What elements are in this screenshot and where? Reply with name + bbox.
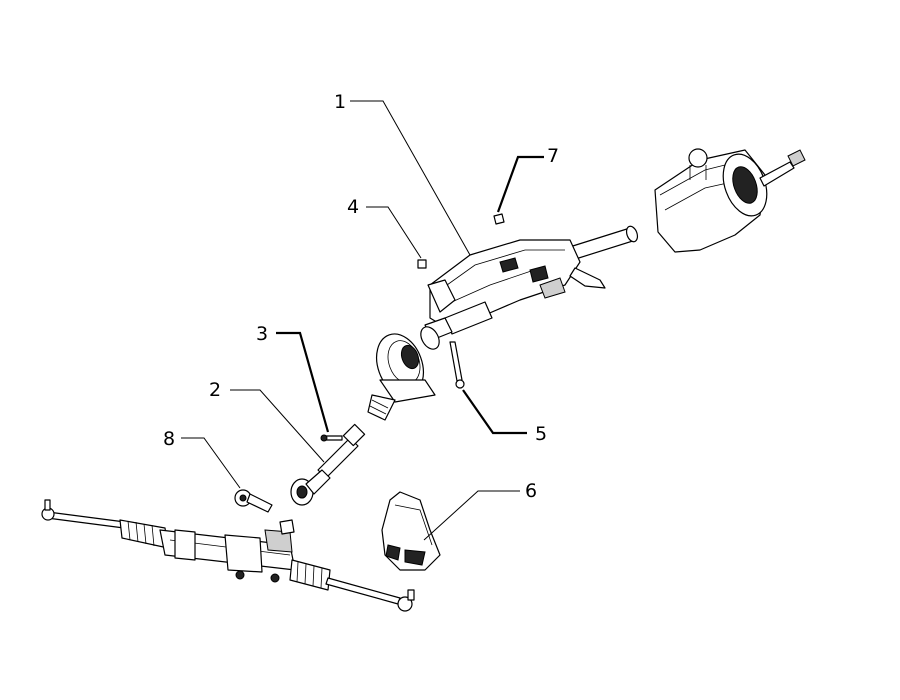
callout-2: 2: [209, 379, 221, 401]
callout-6: 6: [525, 480, 537, 502]
callout-8: 8: [163, 428, 175, 450]
steering-rack: [41, 499, 415, 612]
steering-column: [420, 225, 639, 350]
callout-numbers: 1 2 3 4 5 6 7 8: [163, 91, 559, 502]
callout-3: 3: [256, 323, 268, 345]
electric-motor-unit: [654, 148, 806, 253]
cover-6: [381, 491, 441, 571]
callout-7: 7: [547, 145, 559, 167]
callout-4: 4: [347, 196, 359, 218]
bolt-8: [234, 489, 273, 513]
callout-1: 1: [334, 91, 346, 113]
column-boot: [367, 333, 436, 421]
bolt-5: [449, 341, 465, 389]
leader-lines: [181, 100, 544, 541]
screw-4: [417, 259, 427, 269]
intermediate-shaft: [290, 423, 366, 506]
callout-5: 5: [535, 423, 547, 445]
bolt-3: [320, 434, 343, 442]
clip-7: [493, 213, 505, 225]
